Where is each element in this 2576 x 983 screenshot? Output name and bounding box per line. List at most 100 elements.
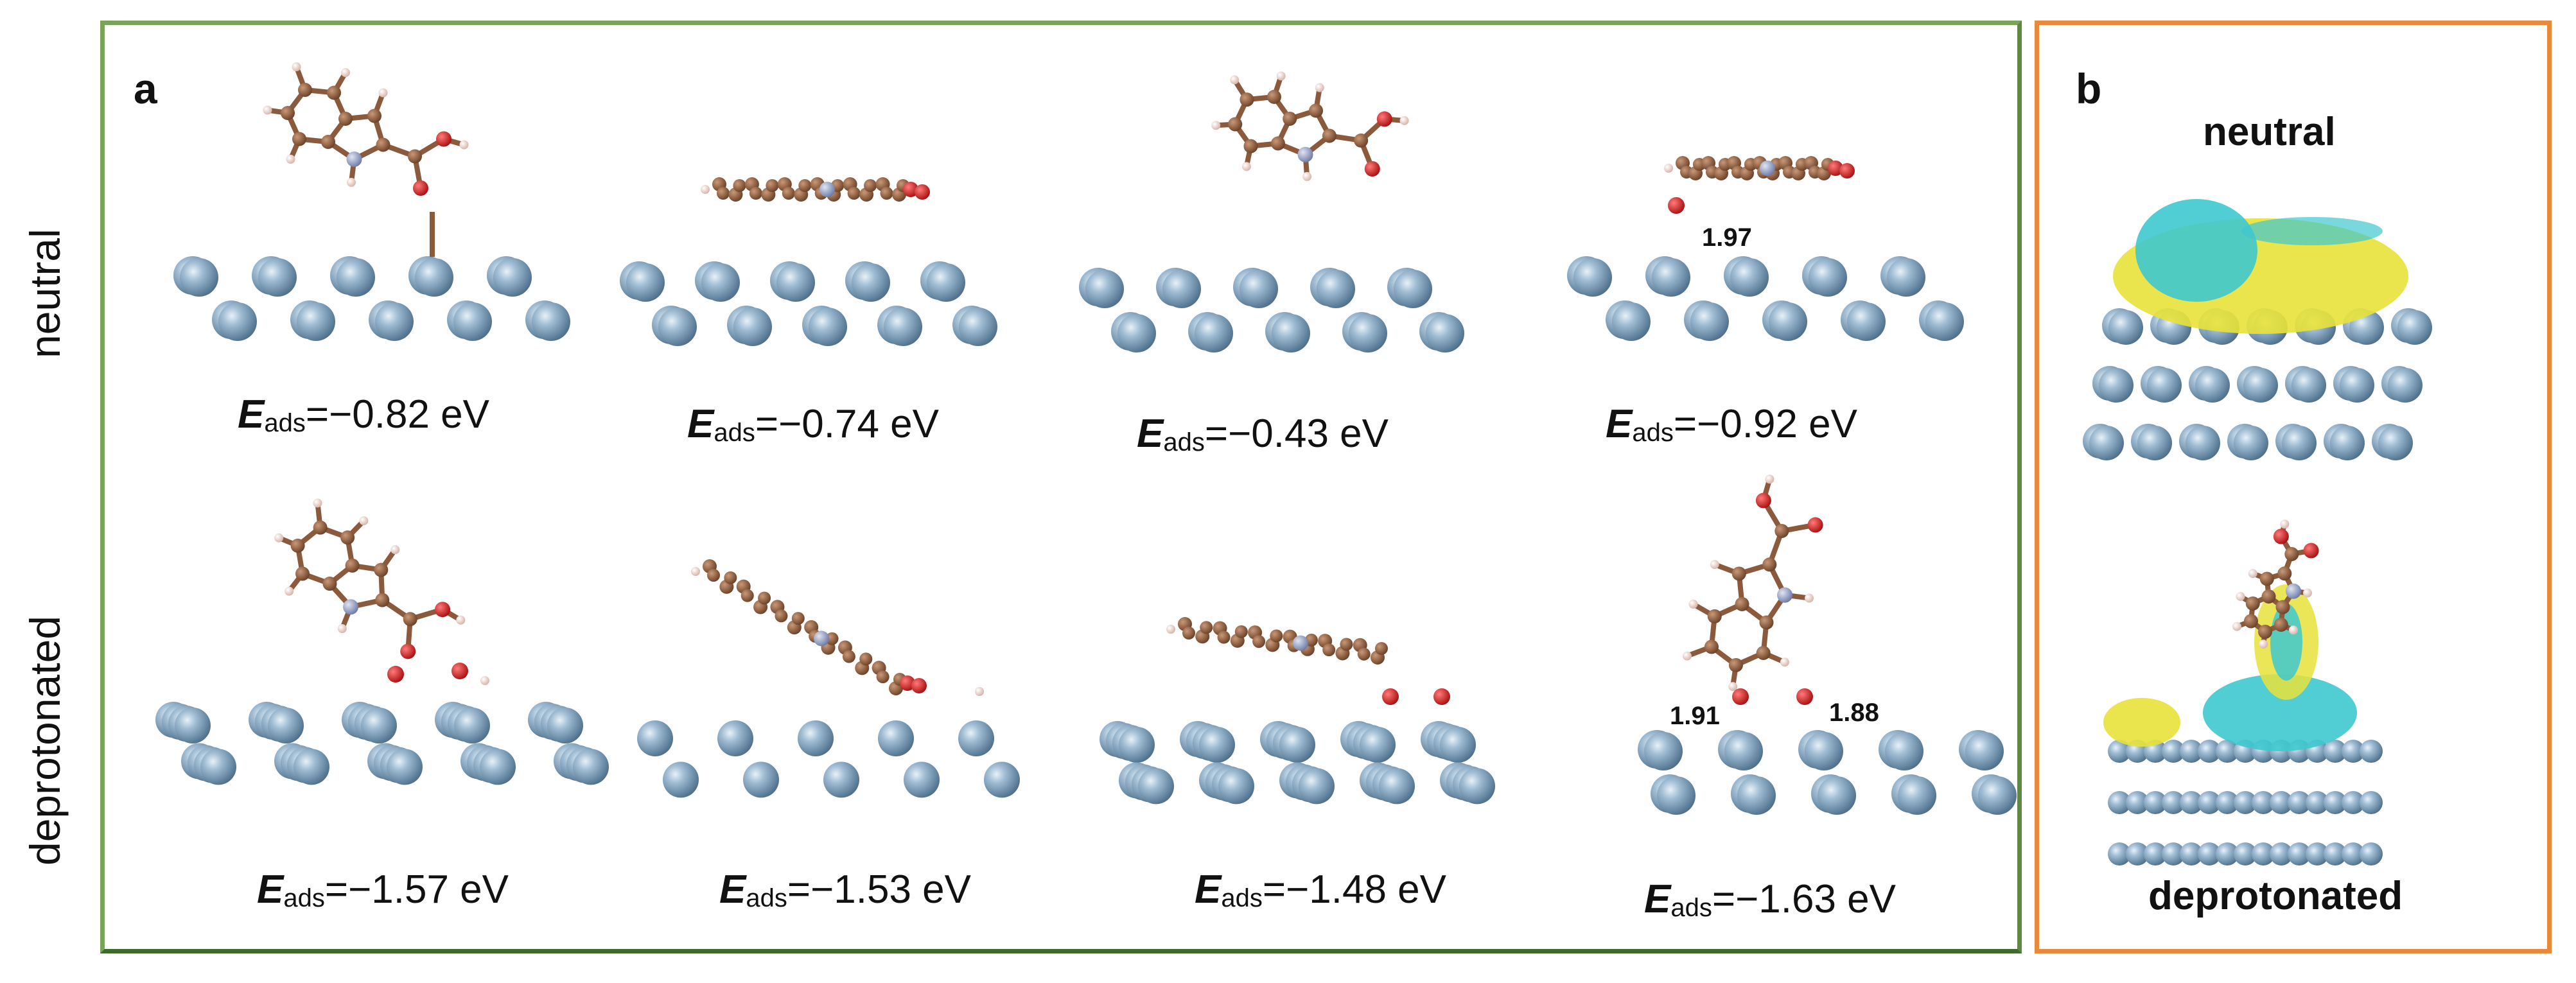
metal-atom [2144, 842, 2167, 866]
carbon-atom [880, 187, 893, 200]
hydrogen-atom [1780, 657, 1789, 667]
metal-atom [297, 302, 335, 341]
metal-atom [180, 258, 218, 297]
carbon-atom [1283, 111, 1297, 126]
metal-atom [1847, 302, 1886, 341]
carbon-atom [1243, 139, 1258, 153]
nitrogen-atom [1760, 161, 1775, 176]
metal-atom [2216, 842, 2239, 866]
hydrogen-atom [285, 586, 294, 596]
metal-atom [2330, 426, 2365, 460]
metal-atom [2378, 426, 2413, 460]
energy-label-n4: Eads=−0.92 eV [1606, 402, 1858, 447]
metal-atom [1737, 776, 1776, 815]
carbon-atom [290, 538, 305, 553]
metal-atom [2252, 791, 2275, 814]
metal-atom [1769, 302, 1807, 341]
carbon-atom [321, 135, 335, 149]
carbon-atom [775, 609, 788, 623]
hydrogen-atom [2280, 519, 2290, 529]
metal-atom [2340, 368, 2374, 403]
carbon-atom [1182, 627, 1195, 639]
metal-atom [852, 263, 890, 302]
panel-b-frame [2035, 21, 2552, 953]
oxygen-atom [2273, 528, 2289, 544]
carbon-atom [707, 569, 720, 582]
hydrogen-atom [390, 545, 400, 555]
hydrogen-atom [456, 615, 466, 625]
metal-atom [2288, 791, 2311, 814]
carbon-atom [749, 187, 762, 200]
oxygen-atom [435, 602, 451, 618]
metal-atom [927, 263, 965, 302]
carbon-atom [1228, 117, 1243, 132]
metal-atom [1978, 776, 2017, 815]
metal-atom [1459, 768, 1495, 805]
metal-atom [1652, 258, 1690, 297]
oxygen-atom [387, 666, 404, 683]
metal-atom [1440, 727, 1476, 763]
metal-atom [2324, 740, 2347, 763]
metal-atom [2099, 368, 2134, 403]
carbon-atom [825, 632, 839, 645]
hydrogen-atom [286, 155, 295, 164]
metal-atom [663, 761, 699, 798]
metal-atom [2388, 368, 2423, 403]
metal-atom [1898, 776, 1936, 815]
carbon-atom [1270, 136, 1285, 151]
metal-atom [2147, 368, 2182, 403]
carbon-atom [1252, 635, 1266, 648]
oxygen-atom [1668, 197, 1685, 214]
metal-atom [2180, 842, 2203, 866]
carbon-atom [1234, 625, 1248, 638]
metal-atom [2144, 791, 2167, 814]
nitrogen-atom [819, 182, 835, 197]
metal-atom [884, 308, 922, 346]
metal-atom [2162, 842, 2185, 866]
metal-atom [2360, 740, 2383, 763]
hydrogen-atom [1166, 625, 1175, 634]
metal-atom [493, 258, 532, 297]
metal-atom [2180, 740, 2203, 763]
oxygen-atom [1382, 688, 1399, 705]
hydrogen-atom [1315, 83, 1324, 92]
hydrogen-atom [2303, 588, 2313, 598]
metal-atom [2108, 842, 2131, 866]
metal-atom [547, 708, 583, 744]
metal-atom [958, 720, 994, 756]
panel-b-deprotonated-label: deprotonated [2148, 874, 2403, 918]
metal-atom [532, 302, 570, 341]
metal-atom [626, 263, 665, 302]
metal-atom [658, 308, 697, 346]
metal-atom [798, 720, 834, 756]
metal-atom [1317, 270, 1355, 308]
metal-atom [2126, 842, 2149, 866]
carbon-atom [1735, 596, 1749, 611]
carbon-atom [842, 650, 855, 663]
carbon-atom [1200, 621, 1213, 634]
metal-atom [823, 761, 859, 798]
hydrogen-atom [1805, 593, 1814, 603]
hydrogen-atom [313, 498, 322, 508]
metal-atom [2306, 842, 2329, 866]
carbon-atom [1266, 89, 1281, 104]
metal-atom [2306, 791, 2329, 814]
energy-label-d3: Eads=−1.48 eV [1195, 867, 1447, 912]
carbon-atom [2259, 571, 2274, 586]
carbon-atom [1357, 647, 1371, 661]
metal-atom [1349, 314, 1387, 352]
metal-atom [2342, 842, 2365, 866]
metal-atom [2324, 842, 2347, 866]
metal-atom [1690, 302, 1729, 341]
hydrogen-atom [1211, 121, 1221, 130]
carbon-atom [864, 179, 877, 192]
metal-atom [809, 308, 847, 346]
hydrogen-atom [347, 178, 356, 187]
metal-atom [454, 708, 490, 744]
nitrogen-atom [1297, 146, 1313, 162]
metal-atom [2198, 740, 2221, 763]
metal-atom [2137, 426, 2172, 460]
oxygen-atom [1807, 517, 1823, 533]
carbon-atom [1217, 631, 1231, 644]
metal-atom [701, 263, 740, 302]
